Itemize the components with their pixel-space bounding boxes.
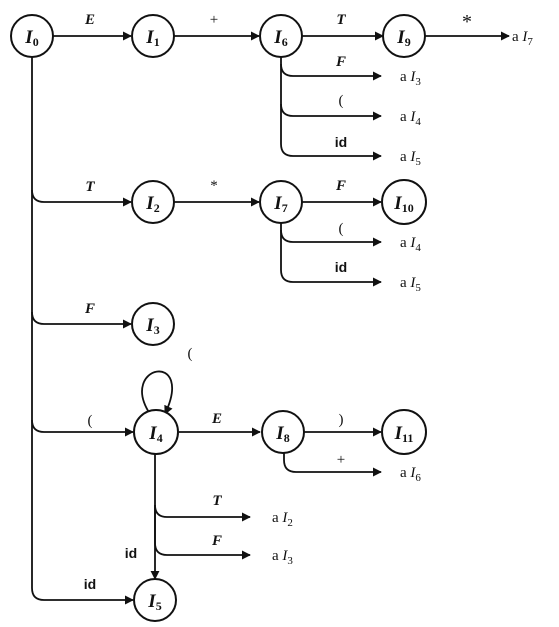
edge-label: ) [339,412,344,428]
svg-text:I1: I1 [145,27,159,49]
edge-label: ( [339,93,344,109]
edge-i4-ref-i3: F [154,505,251,560]
ref-a-i4: a I4 [400,235,421,254]
edge-label: * [210,178,218,194]
ref-a-i4: a I4 [400,109,421,128]
state-i9: I9 [382,14,426,58]
ref-a-i7: a I7 [512,29,533,48]
edge-i1-i6: + [174,12,260,41]
edge-label: F [211,533,222,549]
edge-i4-i8: E [179,411,261,437]
edge-label: ( [188,346,193,362]
edge-label: T [85,179,95,195]
edge-label: ( [88,413,93,429]
svg-text:I8: I8 [275,423,289,445]
edge-i0-i3: F [31,301,132,329]
edge-i7-ref-i5: id [280,230,382,287]
edge-label: F [84,301,95,317]
edge-label: + [210,12,218,28]
edge-i7-i10: F [301,178,382,207]
svg-text:I3: I3 [145,315,159,337]
edge-i4-ref-i2: T [154,453,251,522]
edge-i6-ref-i5: id [280,104,382,161]
svg-text:I7: I7 [273,193,287,215]
edge-label: * [462,11,472,33]
edge-label: ( [339,221,344,237]
svg-text:I0: I0 [24,27,38,49]
edge-i6-i9: T [301,12,384,41]
state-i8: I8 [261,410,305,454]
edge-i8-i11: ) [303,412,382,437]
state-i6: I6 [259,14,303,58]
edge-label: id [84,576,96,592]
edge-label: T [336,12,346,28]
state-i7: I7 [259,180,303,224]
edge-label: T [212,493,222,509]
edge-i9-ref-i7: * [425,11,510,41]
edge-i6-ref-i3: F [280,54,382,81]
edge-label: id [335,259,347,275]
edge-i0-i5: id [31,576,134,605]
svg-text:I4: I4 [148,423,162,445]
edge-i0-i1: E [53,12,132,41]
ref-a-i5: a I5 [400,275,421,294]
svg-text:I5: I5 [147,591,161,613]
edge-label: F [335,54,346,70]
ref-a-i3: a I3 [400,69,421,88]
state-i1: I1 [131,14,175,58]
state-i5: I5 [133,578,177,622]
state-i4: I4 [133,409,179,455]
edge-label: id [335,134,347,150]
edge-label: F [335,178,346,194]
svg-text:I9: I9 [396,27,410,49]
svg-text:I6: I6 [273,27,287,49]
edge-i8-ref-i6: + [283,452,382,477]
ref-a-i3: a I3 [272,548,293,567]
edge-i4-i5: id [125,505,160,580]
edge-i7-ref-i4: ( [280,221,382,247]
edge-label: + [337,452,345,468]
ref-a-i2: a I2 [272,510,293,529]
state-i0: I0 [10,14,54,58]
edge-i0-i2: T [31,179,132,207]
svg-text:I11: I11 [394,423,414,445]
state-i11: I11 [381,409,427,455]
svg-text:I2: I2 [145,193,159,215]
state-i2: I2 [131,180,175,224]
ref-a-i6: a I6 [400,465,421,484]
edge-i4-self-loop: ( [141,346,193,415]
edge-i2-i7: * [174,178,260,207]
ref-a-i5: a I5 [400,149,421,168]
state-i10: I10 [381,179,427,225]
edge-label: id [125,545,137,561]
state-i3: I3 [131,302,175,346]
edge-label: E [211,411,222,427]
edge-label: E [84,12,95,28]
edge-i0-i4: ( [31,413,134,437]
svg-text:I10: I10 [393,193,413,215]
edge-i6-ref-i4: ( [280,64,382,121]
